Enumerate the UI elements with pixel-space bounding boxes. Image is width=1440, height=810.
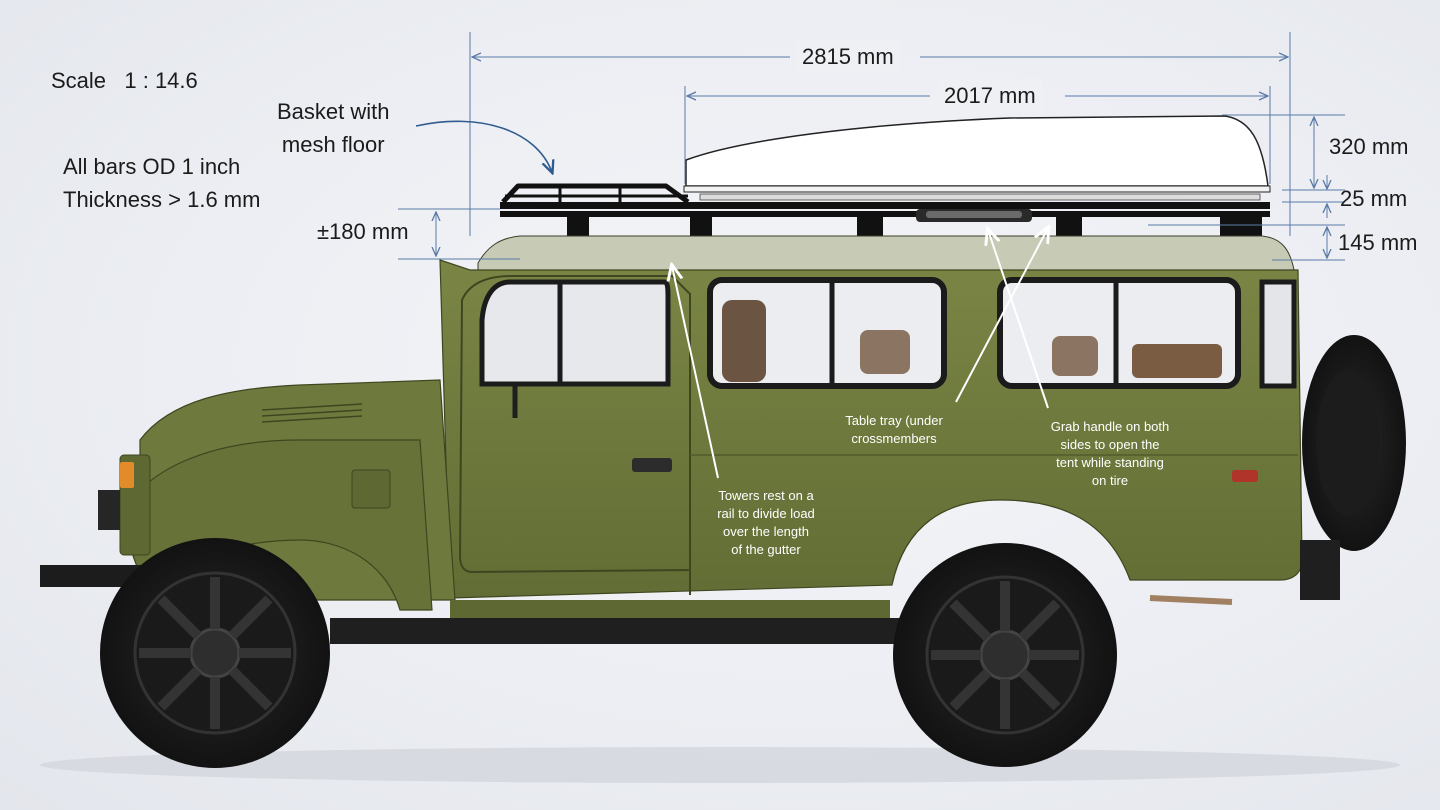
tent-height-label: 320 mm [1329, 134, 1409, 159]
overall-length-label: 2815 mm [796, 40, 900, 73]
tray-note: Table tray (under crossmembers [845, 413, 943, 446]
grab-arrow [988, 230, 1049, 409]
dimension-lines [398, 32, 1345, 261]
scale-label: Scale 1 : 14.6 [51, 68, 198, 93]
towers-arrow [672, 266, 719, 479]
roof-tent [683, 115, 1271, 201]
exhaust [1149, 595, 1233, 605]
towers-note: Towers rest on a rail to divide load ove… [717, 488, 815, 557]
windows [479, 277, 1297, 389]
tent-length-label: 2017 mm [938, 79, 1042, 112]
tower-height-label: 145 mm [1338, 230, 1418, 255]
tray-arrow [955, 228, 1048, 403]
basket-label: Basket with mesh floor [277, 99, 390, 157]
tray-gap-label: 25 mm [1340, 186, 1408, 211]
spec-label: All bars OD 1 inch Thickness > 1.6 mm [63, 154, 261, 212]
front-wheel [100, 538, 330, 768]
basket-arrow [415, 120, 552, 172]
adjust-label: ±180 mm [317, 219, 409, 244]
spare-tire [1300, 335, 1406, 600]
grab-note: Grab handle on both sides to open the te… [1050, 419, 1170, 488]
ground-shadow [40, 747, 1400, 783]
basket [501, 183, 690, 205]
rear-wheel [893, 543, 1117, 767]
